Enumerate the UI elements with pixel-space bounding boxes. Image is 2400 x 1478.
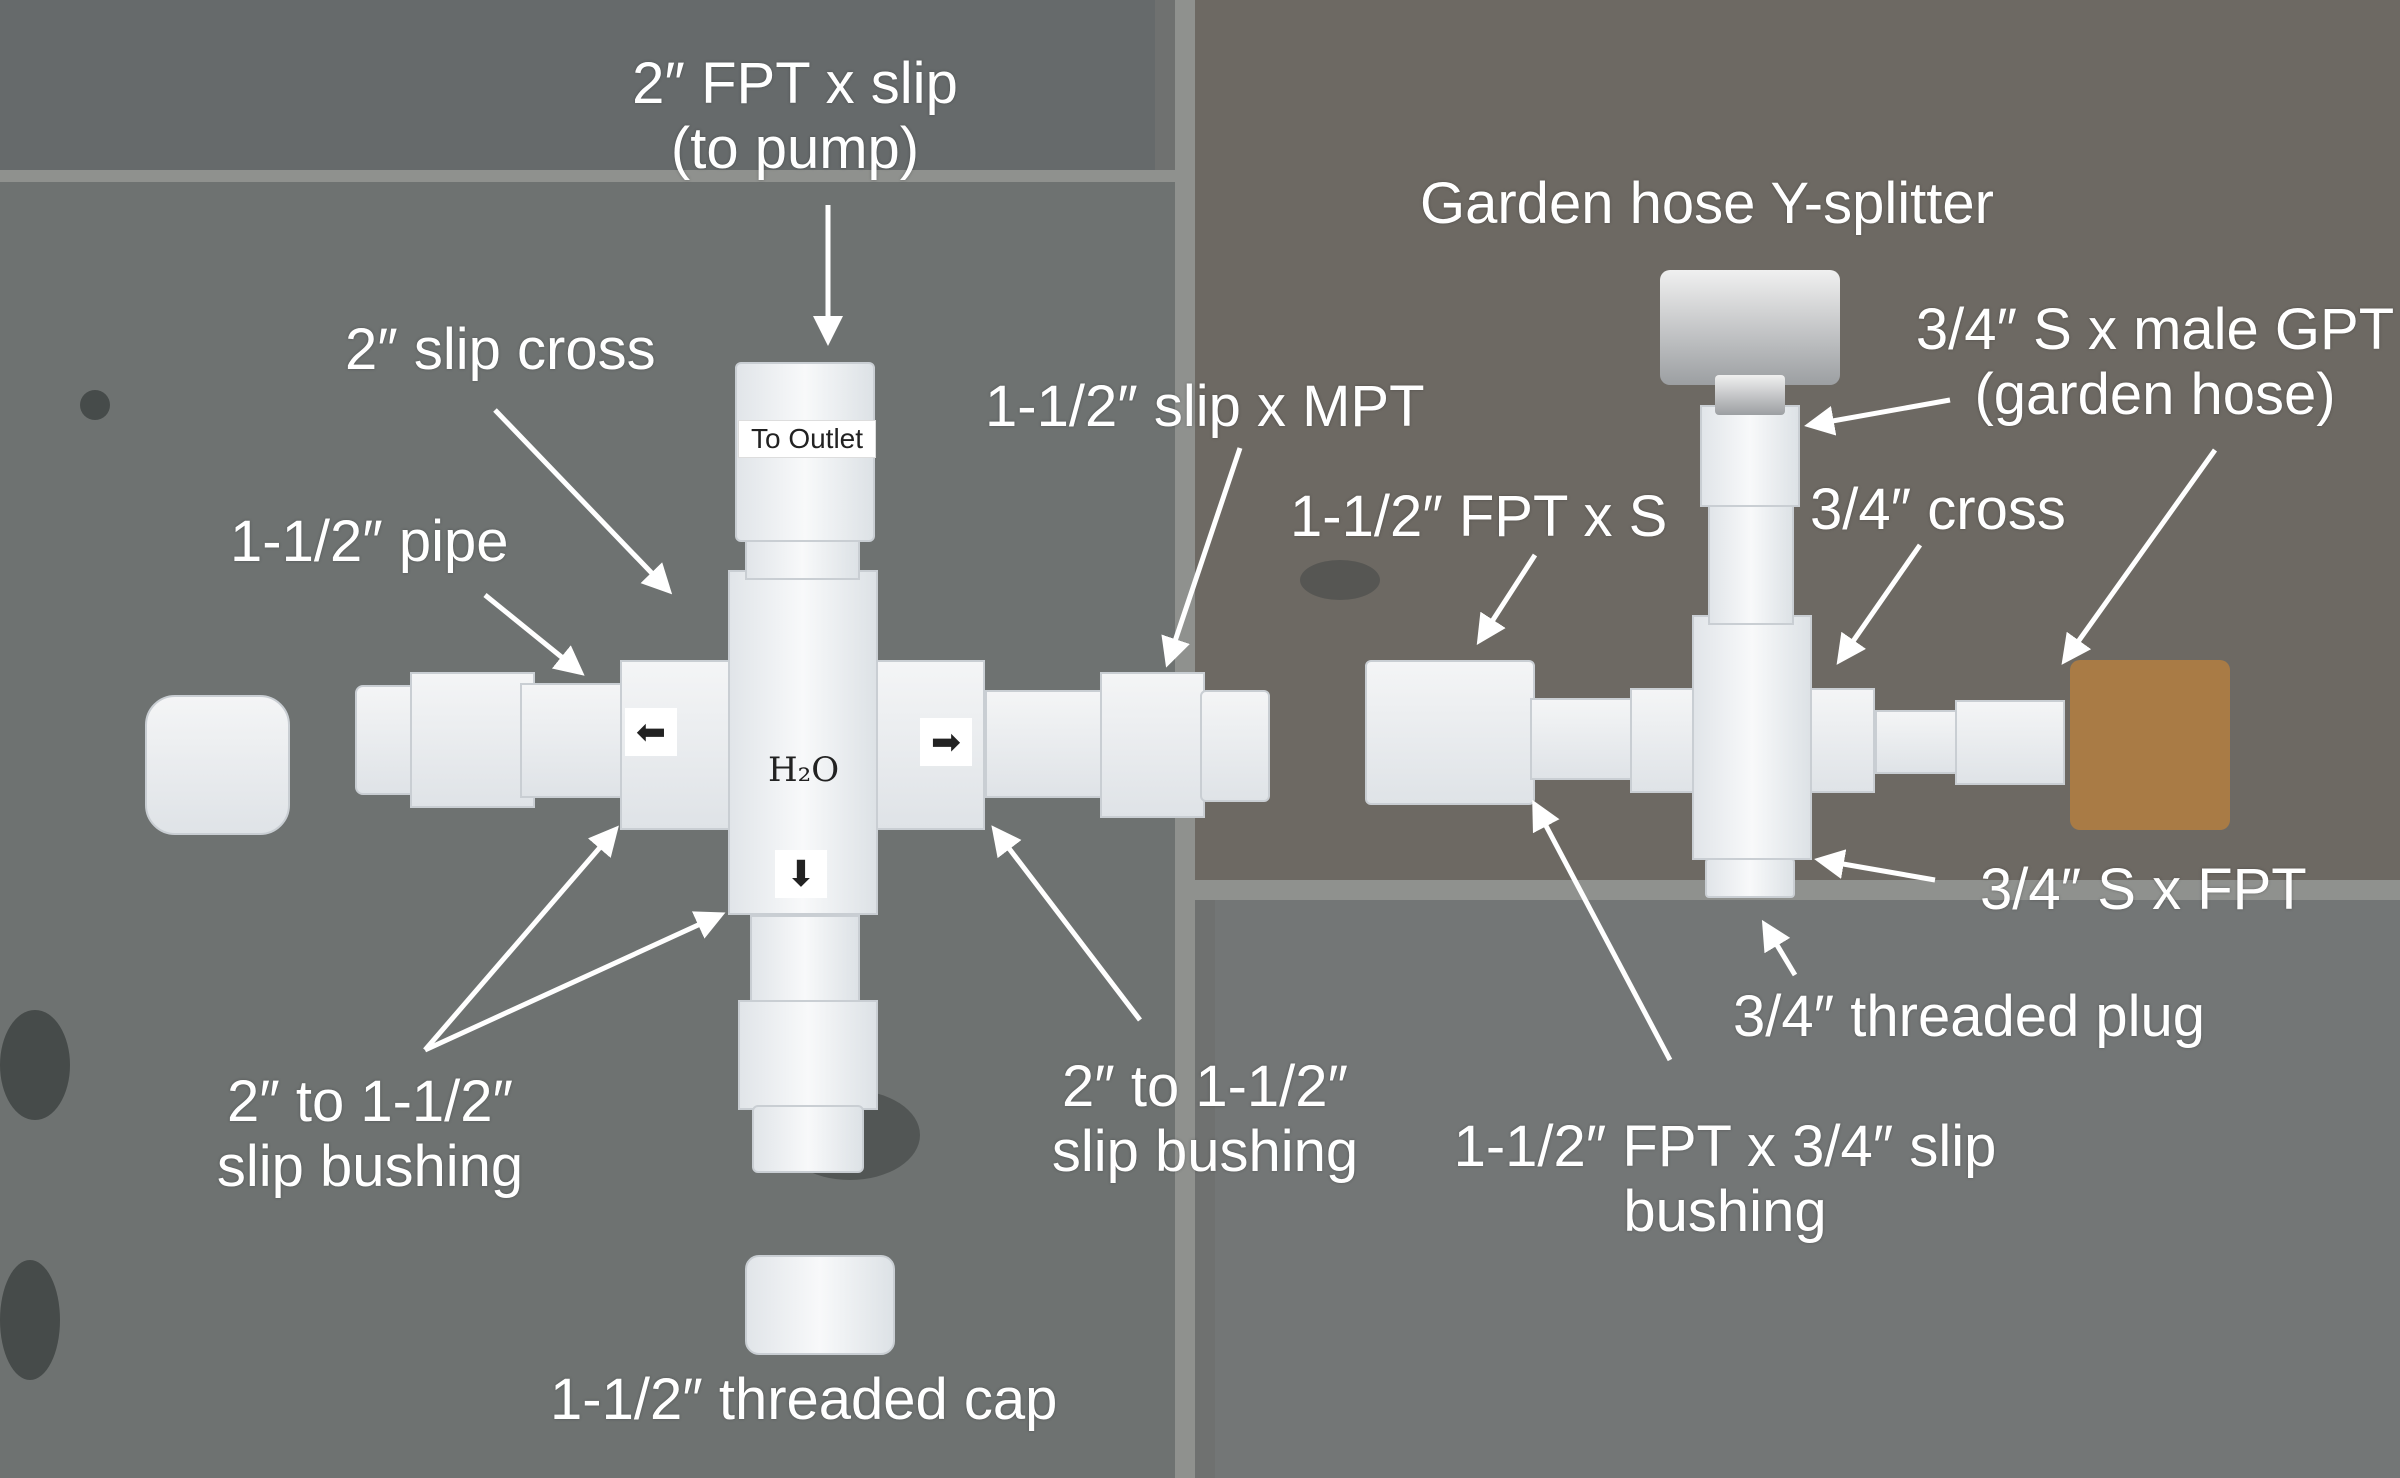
loose-threaded-nut [145,695,290,835]
label-line: slip bushing [216,1133,524,1199]
fpt-x-s-adapter [1365,660,1535,805]
brass-y-splitter [2070,660,2230,830]
right-side-pipe-a [1530,698,1640,780]
mortar-joint [0,170,1195,182]
label-line: 2″ FPT x slip [632,51,958,116]
label-fpt-x-slip-to-pump: 2″ FPT x slip (to pump) [600,51,990,182]
flow-arrow-left-sticker: ⬅ [625,708,677,756]
label-fpt-x-slip-bushing: 1-1/2″ FPT x 3/4″ slip bushing [1440,1114,2010,1245]
right-slip-mpt-adapter [1100,672,1205,818]
stone-stain [0,1260,60,1380]
cross-34-top-pipe [1708,500,1794,625]
label-garden-hose-y-splitter: Garden hose Y-splitter [1420,171,1994,236]
right-mpt-thread [1200,690,1270,802]
label-line: 1-1/2″ FPT x 3/4″ slip [1453,1114,1997,1179]
stone-stain [0,1010,70,1120]
cross-34-vertical [1692,615,1812,860]
threaded-cap [745,1255,895,1355]
stone-stain [80,390,110,420]
bottom-slip-mpt-adapter [738,1000,878,1110]
label-bushing-left: 2″ to 1-1/2″ slip bushing [190,1069,550,1200]
label-slip-cross: 2″ slip cross [345,317,656,382]
flow-arrow-down-sticker: ⬇ [775,850,827,898]
label-bushing-right: 2″ to 1-1/2″ slip bushing [1025,1054,1385,1185]
chrome-y-splitter [1660,270,1840,385]
stone-stain [1300,560,1380,600]
mortar-joint [1195,880,2400,900]
label-threaded-cap: 1-1/2″ threaded cap [550,1367,1058,1432]
label-line: 2″ to 1-1/2″ [226,1069,514,1134]
label-slip-x-mpt: 1-1/2″ slip x MPT [985,374,1425,439]
right-side-pipe-b [1875,710,1960,774]
label-pipe: 1-1/2″ pipe [230,509,509,574]
s-x-male-gpt-right [1955,700,2065,785]
right-pipe [985,690,1105,798]
to-outlet-sticker: To Outlet [738,420,876,458]
flow-arrow-right-sticker: ➡ [920,718,972,766]
left-pipe [520,683,630,798]
label-line: 3/4″ S x male GPT [1915,297,2395,362]
threaded-plug [1705,858,1795,898]
paving-stone [0,0,1155,170]
label-fpt-x-s: 1-1/2″ FPT x S [1290,484,1668,549]
chrome-y-splitter-neck [1715,375,1785,415]
label-line: (to pump) [670,115,920,181]
label-line: bushing [1623,1178,1827,1244]
label-line: 2″ to 1-1/2″ [1061,1054,1349,1119]
bottom-mpt-thread [752,1105,864,1173]
h2o-handwriting: H₂O [768,750,840,790]
label-s-x-male-gpt: 3/4″ S x male GPT (garden hose) [1905,297,2400,428]
label-threaded-plug: 3/4″ threaded plug [1733,984,2206,1049]
label-s-x-fpt: 3/4″ S x FPT [1980,857,2307,922]
s-x-male-gpt-top [1700,405,1800,507]
paving-stone [1215,900,2400,1478]
label-line: (garden hose) [1974,361,2336,427]
bottom-pipe [750,915,860,1015]
label-cross-34: 3/4″ cross [1810,477,2066,542]
label-line: slip bushing [1051,1118,1359,1184]
left-slip-adapter [410,672,535,808]
